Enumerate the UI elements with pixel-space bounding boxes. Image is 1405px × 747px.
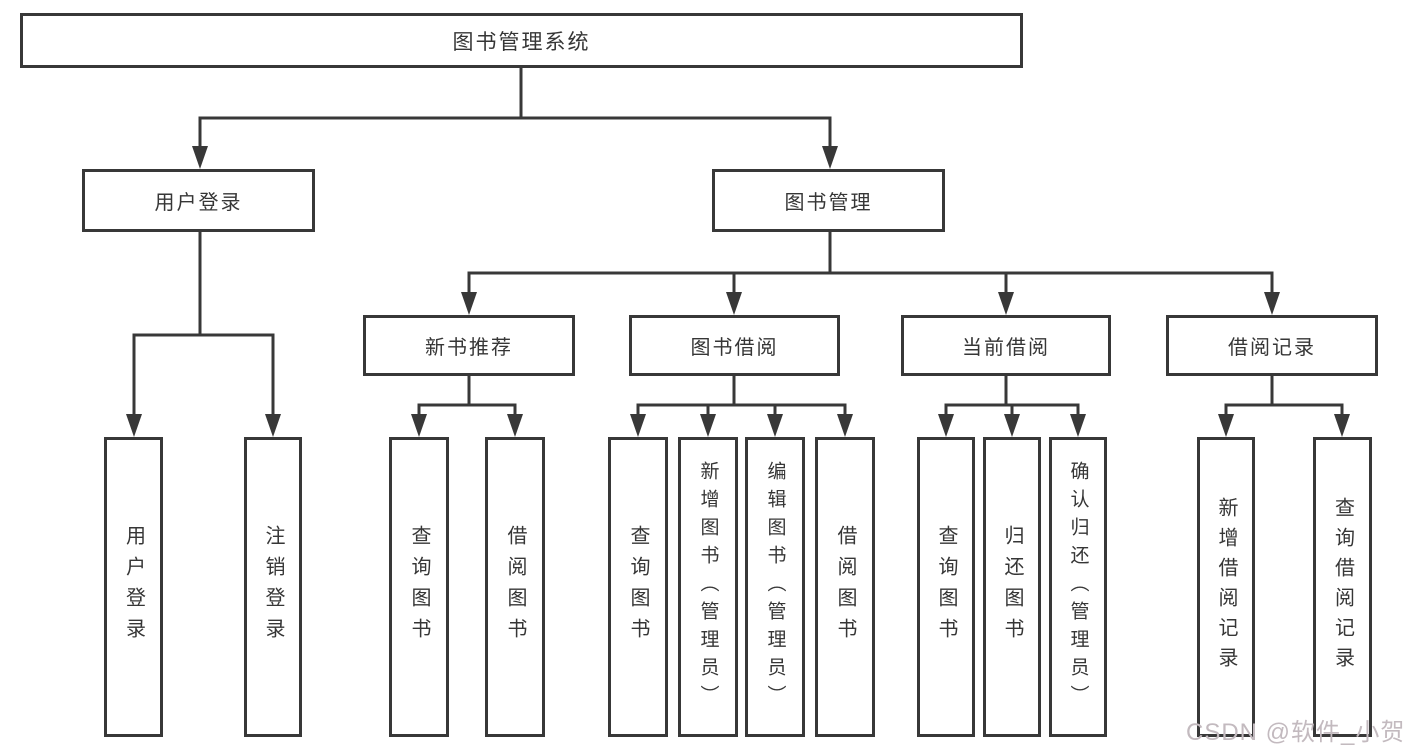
leaf-query-borrow-record: 查询借阅记录	[1313, 437, 1372, 737]
node-label: 借阅图书	[834, 525, 856, 649]
leaf-borrow-books-borrowing: 借阅图书	[815, 437, 875, 737]
leaf-query-books-current: 查询图书	[917, 437, 975, 737]
node-label: 用户登录	[154, 192, 243, 214]
leaf-edit-books-admin: 编辑图书（管理员）	[745, 437, 805, 737]
node-label: 图书管理	[784, 192, 873, 214]
watermark-text: CSDN @软件_小贺同学	[1186, 719, 1405, 746]
node-label: 查询借阅记录	[1331, 497, 1354, 677]
node-new-book-recommend: 新书推荐	[363, 315, 575, 376]
node-label: 当前借阅	[962, 337, 1050, 359]
node-borrow-records: 借阅记录	[1166, 315, 1378, 376]
leaf-add-books-admin: 新增图书（管理员）	[678, 437, 738, 737]
leaf-query-books-recommend: 查询图书	[389, 437, 449, 737]
node-label: 查询图书	[627, 525, 649, 649]
node-label: 借阅记录	[1228, 337, 1316, 359]
node-label: 编辑图书（管理员）	[764, 461, 786, 713]
node-label: 图书借阅	[690, 337, 779, 359]
node-label: 查询图书	[935, 525, 957, 649]
leaf-query-books-borrowing: 查询图书	[608, 437, 668, 737]
node-label: 归还图书	[1001, 525, 1023, 649]
leaf-return-books: 归还图书	[983, 437, 1041, 737]
node-label: 图书管理系统	[452, 30, 591, 54]
node-root: 图书管理系统	[20, 13, 1023, 68]
node-user-login: 用户登录	[82, 169, 315, 232]
node-label: 借阅图书	[504, 525, 526, 649]
node-label: 新增借阅记录	[1215, 497, 1237, 677]
leaf-confirm-return-admin: 确认归还（管理员）	[1049, 437, 1107, 737]
node-current-borrowing: 当前借阅	[901, 315, 1111, 376]
node-label: 用户登录	[122, 525, 145, 649]
leaf-logout: 注销登录	[244, 437, 302, 737]
node-label: 新书推荐	[425, 337, 513, 359]
node-label: 确认归还（管理员）	[1067, 461, 1089, 713]
node-book-borrowing: 图书借阅	[629, 315, 840, 376]
node-label: 注销登录	[262, 525, 284, 649]
leaf-user-login: 用户登录	[104, 437, 163, 737]
node-label: 新增图书（管理员）	[697, 461, 719, 713]
node-book-management: 图书管理	[712, 169, 945, 232]
leaf-add-borrow-record: 新增借阅记录	[1197, 437, 1255, 737]
leaf-borrow-books-recommend: 借阅图书	[485, 437, 545, 737]
node-label: 查询图书	[408, 525, 430, 649]
